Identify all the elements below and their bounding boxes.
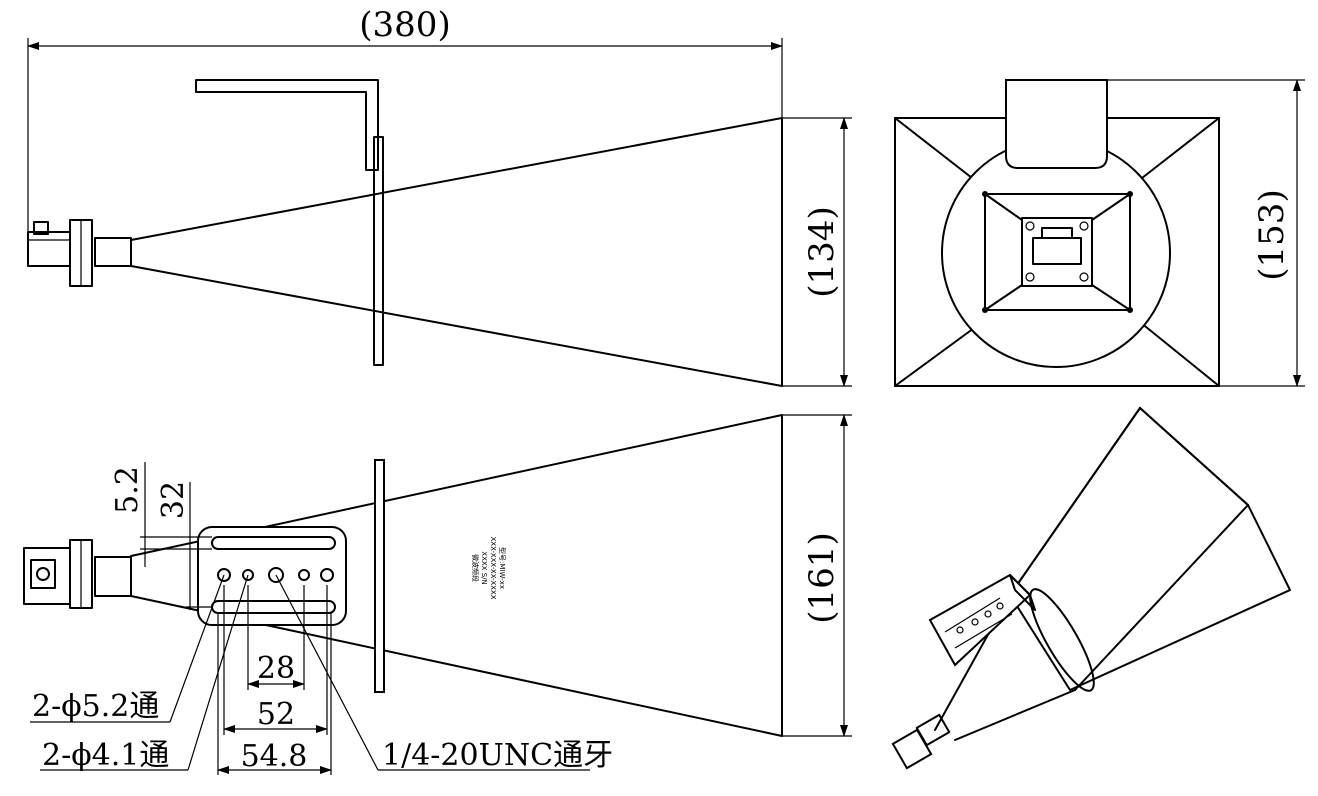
front-height-label: (153)	[1252, 189, 1292, 280]
horn-body-side	[130, 117, 783, 387]
bracket-plate	[197, 526, 347, 626]
mount-bracket	[195, 79, 379, 171]
hole-1	[217, 568, 231, 582]
label-plate: 型号:MIW-xx XXX-XXX-XX-XXXX XXXX S/N 微波频段	[471, 536, 507, 599]
slot-spacing-label: 32	[156, 481, 191, 519]
dim-28-label: 28	[257, 651, 295, 686]
coax-connector	[27, 231, 71, 267]
isometric-view	[891, 406, 1292, 770]
overall-length-label: (380)	[359, 5, 450, 45]
dim-548-label: 54.8	[241, 739, 308, 774]
slot-top	[211, 536, 336, 550]
slot-width-label: 5.2	[110, 466, 145, 514]
hole-3	[298, 569, 310, 581]
top-connector	[23, 547, 71, 605]
iso-flange-ring	[1029, 588, 1095, 692]
svg-text:XXX-XXX-XX-XXXX: XXX-XXX-XX-XXXX	[489, 536, 497, 599]
callout-holes-large: 2-ϕ5.2通	[32, 689, 159, 724]
hole-thread	[268, 567, 284, 583]
side-height-label: (134)	[802, 206, 842, 297]
svg-text:微波频段: 微波频段	[471, 554, 480, 582]
side-view: (380) (134)	[27, 5, 852, 387]
front-view: (153)	[894, 79, 1305, 387]
dim-52-label: 52	[257, 697, 295, 732]
svg-text:型号:MIW-xx: 型号:MIW-xx	[498, 547, 507, 589]
flange-circle	[941, 138, 1171, 368]
top-flange-plate	[374, 459, 385, 693]
svg-text:XXXX S/N: XXXX S/N	[480, 551, 488, 584]
callout-thread-hole: 1/4-20UNC通牙	[382, 738, 613, 773]
mount-flange-plate	[373, 136, 384, 366]
callout-holes-small: 2-ϕ4.1通	[42, 738, 169, 773]
front-bracket	[1005, 79, 1108, 169]
iso-horn	[1008, 406, 1292, 692]
hole-4	[320, 568, 334, 582]
bottom-height-label: (161)	[802, 532, 842, 623]
top-view: 型号:MIW-xx XXX-XXX-XX-XXXX XXXX S/N 微波频段 …	[23, 414, 852, 775]
hole-2	[242, 569, 254, 581]
iso-connector	[891, 728, 933, 770]
front-waveguide-flange	[1021, 217, 1093, 287]
